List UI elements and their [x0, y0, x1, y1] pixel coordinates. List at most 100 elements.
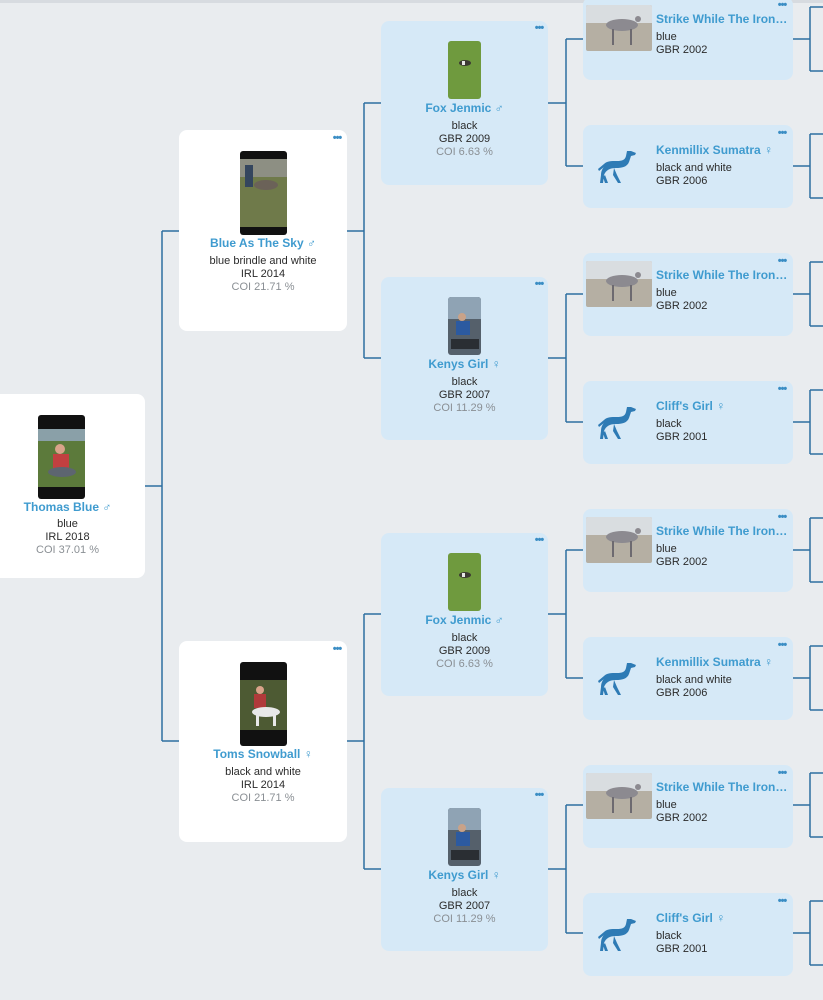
- grandparent-photo[interactable]: [448, 553, 481, 611]
- great-grandparent-name[interactable]: Cliff's Girl ♀: [656, 911, 726, 925]
- grandparent-card[interactable]: ••• Kenys Girl ♀ black GBR 2007 COI 11.2…: [381, 277, 548, 440]
- root-dog-country-year: IRL 2018: [45, 531, 90, 543]
- grandparent-name[interactable]: Kenys Girl ♀: [428, 357, 501, 371]
- dog-photo-image: [448, 41, 481, 99]
- grandparent-coi: COI 11.29 %: [433, 913, 496, 925]
- greyhound-silhouette-icon: [598, 407, 636, 439]
- grandparent-card[interactable]: ••• Fox Jenmic ♂ black GBR 2009 COI 6.63…: [381, 533, 548, 696]
- more-dots-icon[interactable]: •••: [777, 639, 788, 651]
- greyhound-icon: [595, 145, 639, 189]
- great-grandparent-photo[interactable]: [586, 517, 652, 563]
- more-dots-icon[interactable]: •••: [777, 127, 788, 139]
- more-dots-icon[interactable]: •••: [777, 767, 788, 779]
- great-grandparent-color: blue: [656, 31, 677, 43]
- grandparent-photo[interactable]: [448, 808, 481, 866]
- more-dots-icon[interactable]: •••: [777, 383, 788, 395]
- root-dog-card[interactable]: Thomas Blue ♂ blue IRL 2018 COI 37.01 %: [0, 394, 145, 578]
- grandparent-country-year: GBR 2007: [438, 389, 491, 401]
- great-grandparent-name[interactable]: Kenmillix Sumatra ♀: [656, 655, 774, 669]
- great-grandparent-color: black: [656, 418, 682, 430]
- parent-card-sire[interactable]: ••• Blue As The Sky ♂ blue brindle and w…: [179, 130, 347, 331]
- great-grandparent-name[interactable]: Cliff's Girl ♀: [656, 399, 726, 413]
- great-grandparent-country-year: GBR 2002: [656, 812, 708, 824]
- parent-sire-photo[interactable]: [240, 151, 287, 235]
- great-grandparent-color: blue: [656, 799, 677, 811]
- more-dots-icon[interactable]: •••: [329, 132, 345, 148]
- great-grandparent-name[interactable]: Strike While The Iron…: [656, 780, 788, 794]
- parent-dam-country-year: IRL 2014: [240, 779, 286, 791]
- dog-photo-image: [586, 773, 652, 819]
- grandparent-photo[interactable]: [448, 41, 481, 99]
- parent-dam-photo[interactable]: [240, 662, 287, 746]
- grandparent-coi: COI 11.29 %: [433, 402, 496, 414]
- more-dots-icon[interactable]: •••: [777, 0, 788, 11]
- grandparent-country-year: GBR 2009: [438, 645, 491, 657]
- greyhound-icon: [595, 913, 639, 957]
- parent-sire-country-year: IRL 2014: [240, 268, 286, 280]
- great-grandparent-name[interactable]: Strike While The Iron…: [656, 268, 788, 282]
- grandparent-country-year: GBR 2007: [438, 900, 491, 912]
- great-grandparent-name[interactable]: Strike While The Iron…: [656, 12, 788, 26]
- grandparent-color: black: [451, 376, 478, 388]
- more-dots-icon[interactable]: •••: [777, 895, 788, 907]
- parent-dam-name[interactable]: Toms Snowball ♀: [213, 747, 313, 761]
- root-dog-name[interactable]: Thomas Blue ♂: [23, 500, 112, 514]
- great-grandparent-color: blue: [656, 287, 677, 299]
- great-grandparent-country-year: GBR 2002: [656, 300, 708, 312]
- dog-photo-image: [240, 159, 287, 227]
- great-grandparent-country-year: GBR 2006: [656, 687, 708, 699]
- more-dots-icon[interactable]: •••: [777, 255, 788, 267]
- grandparent-color: black: [451, 887, 478, 899]
- root-dog-photo[interactable]: [38, 415, 85, 499]
- more-dots-icon[interactable]: •••: [534, 22, 545, 34]
- grandparent-name[interactable]: Fox Jenmic ♂: [425, 101, 504, 115]
- more-dots-icon[interactable]: •••: [329, 643, 345, 659]
- great-grandparent-country-year: GBR 2002: [656, 556, 708, 568]
- great-grandparent-name[interactable]: Kenmillix Sumatra ♀: [656, 143, 774, 157]
- more-dots-icon[interactable]: •••: [534, 278, 545, 290]
- dog-photo-image: [586, 261, 652, 307]
- great-grandparent-photo[interactable]: [586, 5, 652, 51]
- parent-dam-coi: COI 21.71 %: [231, 792, 295, 804]
- parent-sire-coi: COI 21.71 %: [231, 281, 295, 293]
- great-grandparent-color: black and white: [656, 674, 732, 686]
- grandparent-color: black: [451, 632, 478, 644]
- great-grandparent-name[interactable]: Strike While The Iron…: [656, 524, 788, 538]
- grandparent-coi: COI 6.63 %: [436, 658, 493, 670]
- great-grandparent-color: black: [656, 930, 682, 942]
- grandparent-photo[interactable]: [448, 297, 481, 355]
- great-grandparent-country-year: GBR 2002: [656, 44, 708, 56]
- dog-photo-image: [586, 517, 652, 563]
- more-dots-icon[interactable]: •••: [777, 511, 788, 523]
- dog-photo-image: [38, 429, 85, 487]
- great-grandparent-country-year: GBR 2001: [656, 943, 708, 955]
- great-grandparent-color: black and white: [656, 162, 732, 174]
- parent-sire-name[interactable]: Blue As The Sky ♂: [210, 236, 316, 250]
- grandparent-name[interactable]: Kenys Girl ♀: [428, 868, 501, 882]
- more-dots-icon[interactable]: •••: [534, 534, 545, 546]
- greyhound-silhouette-icon: [598, 151, 636, 183]
- grandparent-card[interactable]: ••• Fox Jenmic ♂ black GBR 2009 COI 6.63…: [381, 21, 548, 185]
- great-grandparent-country-year: GBR 2006: [656, 175, 708, 187]
- grandparent-coi: COI 6.63 %: [436, 146, 493, 158]
- more-dots-icon[interactable]: •••: [534, 789, 545, 801]
- top-divider: [0, 0, 823, 3]
- parent-card-dam[interactable]: ••• Toms Snowball ♀ black and white IRL …: [179, 641, 347, 842]
- greyhound-silhouette-icon: [598, 663, 636, 695]
- great-grandparent-photo[interactable]: [586, 773, 652, 819]
- greyhound-silhouette-icon: [598, 919, 636, 951]
- great-grandparent-photo[interactable]: [586, 261, 652, 307]
- grandparent-name[interactable]: Fox Jenmic ♂: [425, 613, 504, 627]
- grandparent-card[interactable]: ••• Kenys Girl ♀ black GBR 2007 COI 11.2…: [381, 788, 548, 951]
- root-dog-coi: COI 37.01 %: [36, 544, 99, 556]
- dog-photo-image: [448, 808, 481, 866]
